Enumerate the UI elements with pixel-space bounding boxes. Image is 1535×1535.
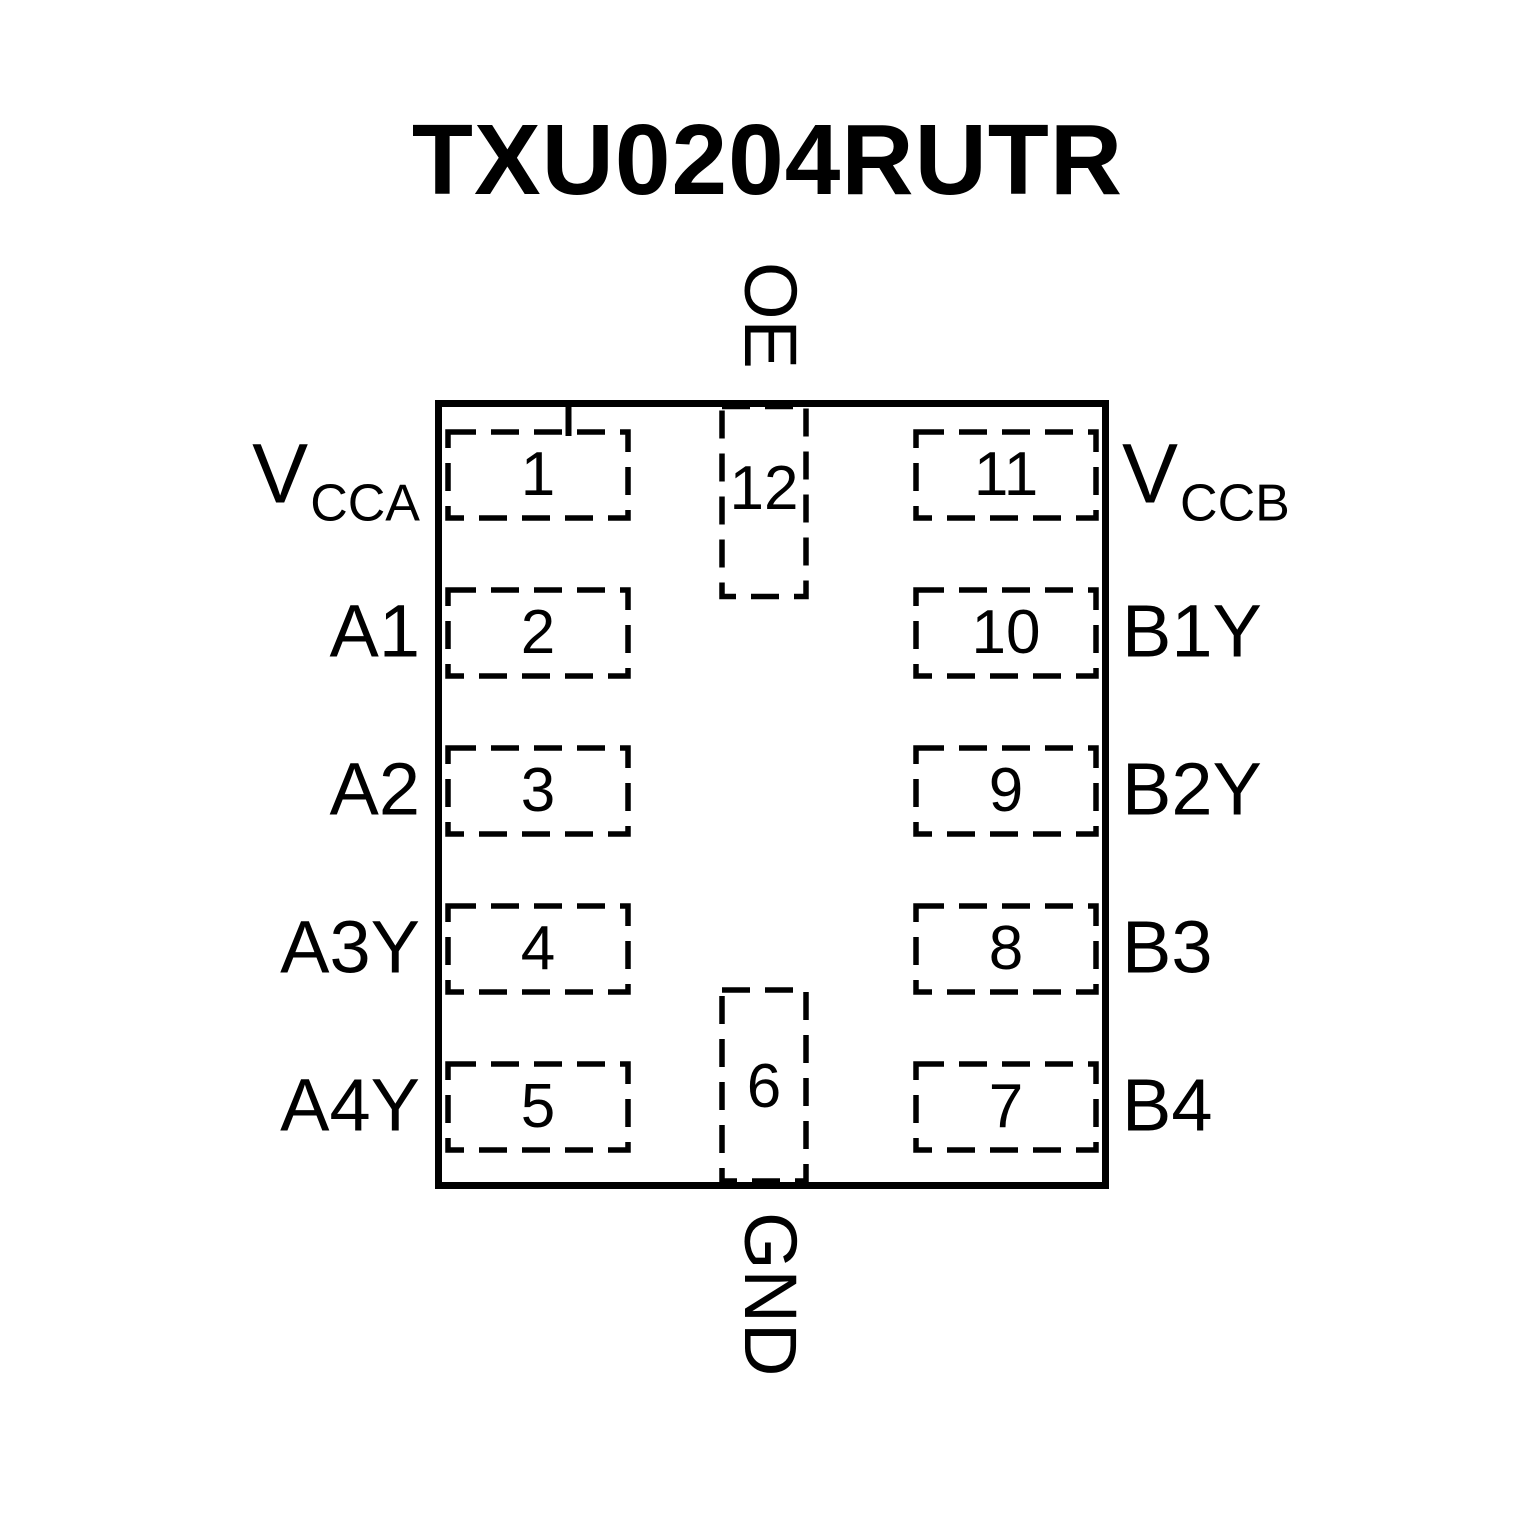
pin-pad-12 [719,403,809,600]
pin-pad-7 [913,1061,1099,1153]
pin-number-8: 8 [988,914,1024,983]
pin-number-12: 12 [729,454,799,523]
pin-label-b2y: B2Y [1122,747,1262,831]
vccb-main: V [1122,426,1179,521]
vcca-subscript: CCA [310,474,420,533]
pin-pad-8 [913,903,1099,995]
pin-pad-2 [445,587,631,679]
chip-title: TXU0204RUTR [411,104,1124,216]
pin-label-b4: B4 [1122,1063,1213,1147]
pin-number-7: 7 [988,1072,1024,1141]
pin-label-a3y: A3Y [280,905,420,989]
pin-pad-5 [445,1061,631,1153]
pin-label-a1: A1 [329,589,420,673]
pin-label-a4y: A4Y [280,1063,420,1147]
pin-label-b1y: B1Y [1122,589,1262,673]
pin-number-1: 1 [520,440,556,509]
pin-label-a2: A2 [329,747,420,831]
pin-label-b3: B3 [1122,905,1213,989]
pin-pad-6 [719,987,809,1184]
pin-number-3: 3 [520,756,556,825]
pin-number-4: 4 [520,914,556,983]
pin-pad-11 [913,429,1099,521]
pin-pad-10 [913,587,1099,679]
pin-pad-1 [445,429,631,521]
pin-pad-4 [445,903,631,995]
vccb-subscript: CCB [1180,474,1290,533]
pin-number-5: 5 [520,1072,556,1141]
pin-pad-9 [913,745,1099,837]
pin-pad-3 [445,745,631,837]
pin-number-11: 11 [973,440,1039,509]
pin-number-10: 10 [971,598,1041,667]
pin-number-6: 6 [746,1052,782,1121]
pin-label-vcca: VCCA [252,431,420,529]
vcca-main: V [252,426,309,521]
pin-label-vccb: VCCB [1122,431,1290,529]
pin-number-2: 2 [520,598,556,667]
top-pin-label: OE [729,262,812,369]
chip-body-outline [435,400,1109,1189]
bottom-pin-label: GND [729,1212,812,1377]
pin-number-9: 9 [988,756,1024,825]
